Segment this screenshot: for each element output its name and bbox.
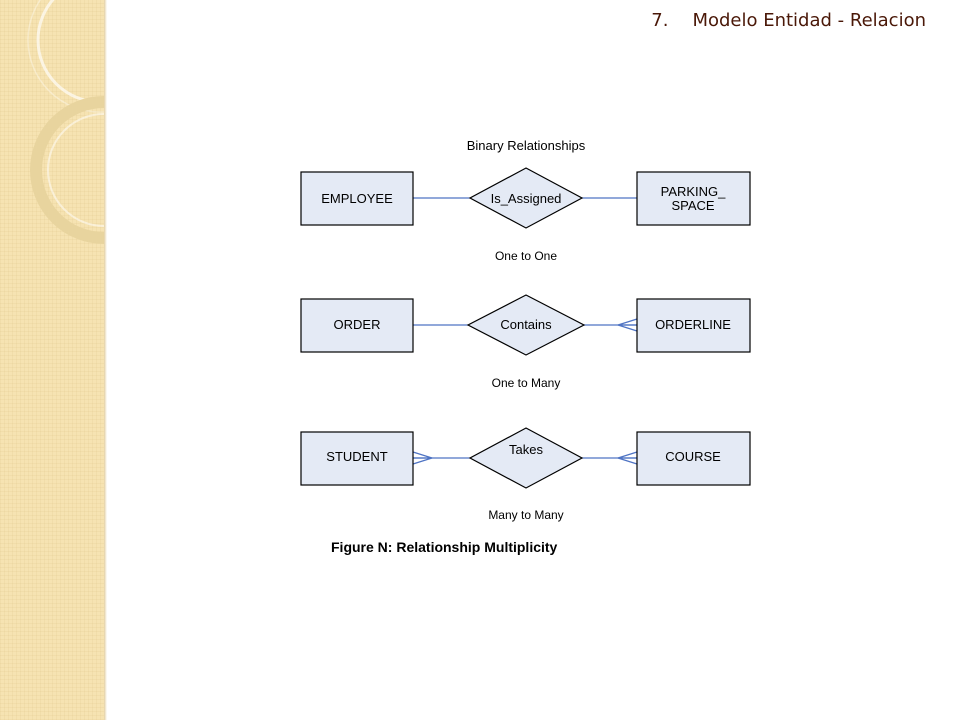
entity-parking-space: [636, 171, 751, 226]
entity-employee-label: EMPLOYEE: [321, 191, 393, 206]
entity-course-label: COURSE: [665, 449, 721, 464]
strip-edge: [104, 0, 107, 720]
slide-title: 7. Modelo Entidad - Relacion: [651, 10, 926, 31]
multiplicity-caption: One to Many: [492, 376, 561, 390]
entity-orderline: [636, 298, 751, 353]
entity-employee: [300, 171, 414, 226]
relationship-is-assigned: [468, 167, 584, 229]
crows-foot-orderline: [617, 318, 638, 332]
relationship-takes: [468, 427, 584, 489]
crows-foot-student: [412, 451, 433, 465]
entity-orderline-label: ORDERLINE: [655, 317, 731, 332]
crows-foot-course: [617, 451, 638, 465]
er-row-one-to-one: EMPLOYEE Is_Assigned PARKING_ SPACE One …: [300, 167, 751, 263]
relationship-contains: [466, 294, 586, 356]
entity-order: [300, 298, 414, 353]
relationship-is-assigned-label: Is_Assigned: [491, 191, 562, 206]
figure-caption: Figure N: Relationship Multiplicity: [331, 539, 558, 555]
multiplicity-caption: One to One: [495, 249, 557, 263]
relationship-takes-label: Takes: [509, 442, 543, 457]
multiplicity-caption: Many to Many: [488, 508, 563, 522]
entity-order-label: ORDER: [334, 317, 381, 332]
er-row-many-to-many: STUDENT Takes COURSE Many to Many: [300, 427, 751, 522]
entity-course: [636, 431, 751, 486]
er-row-one-to-many: ORDER Contains ORDERLINE One to Many: [300, 294, 751, 390]
decorative-circles: [27, 0, 104, 244]
entity-parking-space-label-line2: SPACE: [671, 198, 714, 213]
entity-student: [300, 431, 414, 486]
slide-title-number: 7.: [651, 10, 669, 31]
entity-student-label: STUDENT: [326, 449, 387, 464]
decorative-side-strip: [0, 0, 104, 720]
diagram-heading: Binary Relationships: [467, 138, 586, 153]
slide-title-text: Modelo Entidad - Relacion: [692, 10, 926, 31]
entity-parking-space-label-line1: PARKING_: [661, 184, 727, 199]
relationship-contains-label: Contains: [500, 317, 552, 332]
